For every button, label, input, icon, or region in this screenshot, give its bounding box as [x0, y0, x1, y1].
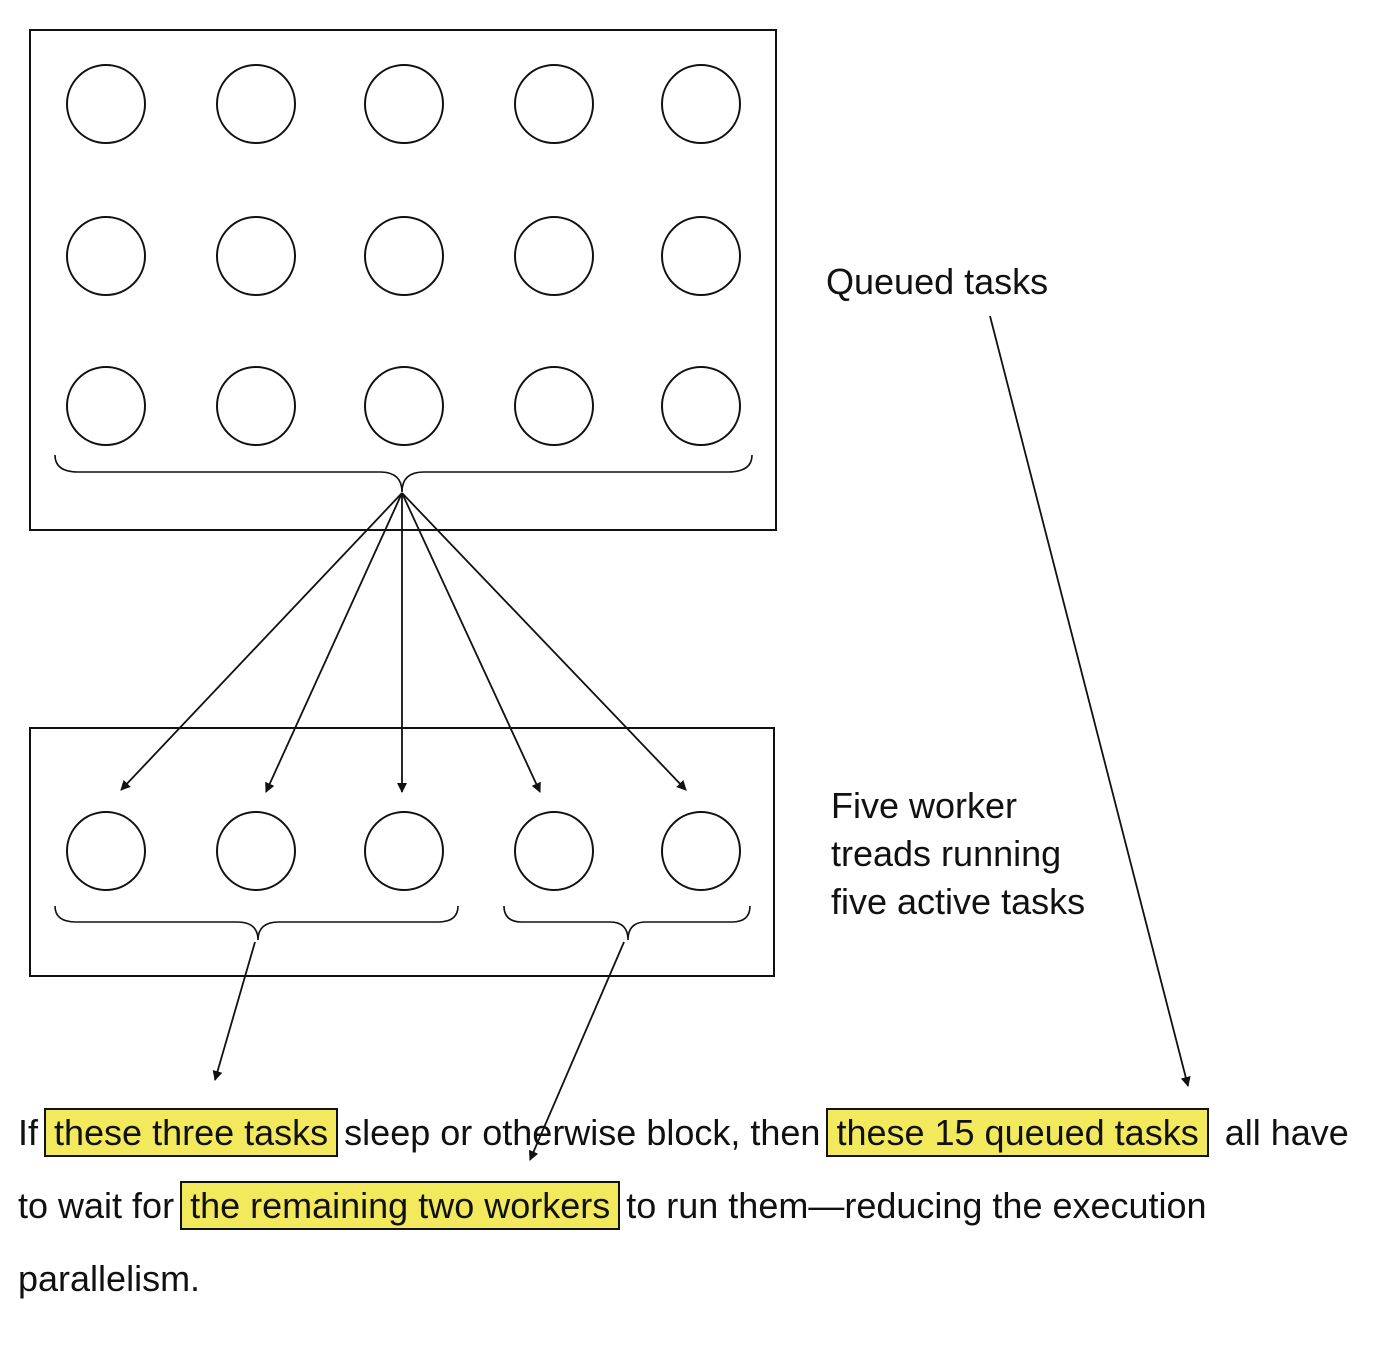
remaining-arrow: [528, 941, 625, 1161]
blocked-arrow: [212, 941, 256, 1081]
workers-label-line-3: five active tasks: [831, 881, 1085, 922]
highlight-three-tasks: these three tasks: [44, 1108, 339, 1157]
caption-text-3: all have to wait for: [18, 1112, 1349, 1226]
caption-text-4: to run them—reducing the execution paral…: [18, 1185, 1207, 1299]
active-task-3: [364, 811, 444, 891]
queued-task-14: [514, 366, 594, 446]
active-task-5: [661, 811, 741, 891]
queued-task-3: [364, 64, 444, 144]
queued-task-6: [66, 216, 146, 296]
queued-task-15: [661, 366, 741, 446]
queue-box: [29, 29, 777, 531]
highlight-remaining-workers: the remaining two workers: [180, 1181, 621, 1230]
queued-task-11: [66, 366, 146, 446]
queued-task-1: [66, 64, 146, 144]
queued-task-7: [216, 216, 296, 296]
dispatch-arrow-4: [401, 492, 541, 793]
workers-label-line-2: treads running: [831, 833, 1061, 874]
queued-task-5: [661, 64, 741, 144]
remaining-workers-brace: [503, 905, 751, 941]
active-task-1: [66, 811, 146, 891]
queued-task-2: [216, 64, 296, 144]
workers-label: Five worker treads running five active t…: [831, 785, 1085, 922]
dispatch-arrow-5: [401, 492, 687, 791]
queued-task-13: [364, 366, 444, 446]
queue-brace: [54, 454, 753, 493]
queued-arrow: [989, 315, 1191, 1087]
caption-text-2: sleep or otherwise block, then: [344, 1112, 821, 1153]
queued-task-8: [364, 216, 444, 296]
queued-task-9: [514, 216, 594, 296]
queued-tasks-group: [66, 64, 741, 446]
active-task-4: [514, 811, 594, 891]
highlight-queued-tasks: these 15 queued tasks: [826, 1108, 1209, 1157]
caption-text-1: If: [18, 1112, 39, 1153]
queued-task-12: [216, 366, 296, 446]
blocked-workers-brace: [54, 905, 459, 941]
dispatch-arrow-2: [265, 492, 403, 793]
dispatch-arrow-1: [120, 492, 403, 791]
worker-tasks-group: [66, 811, 741, 891]
queued-task-10: [661, 216, 741, 296]
workers-label-line-1: Five worker: [831, 785, 1017, 826]
queued-task-4: [514, 64, 594, 144]
active-task-2: [216, 811, 296, 891]
queued-tasks-label: Queued tasks: [826, 261, 1048, 302]
